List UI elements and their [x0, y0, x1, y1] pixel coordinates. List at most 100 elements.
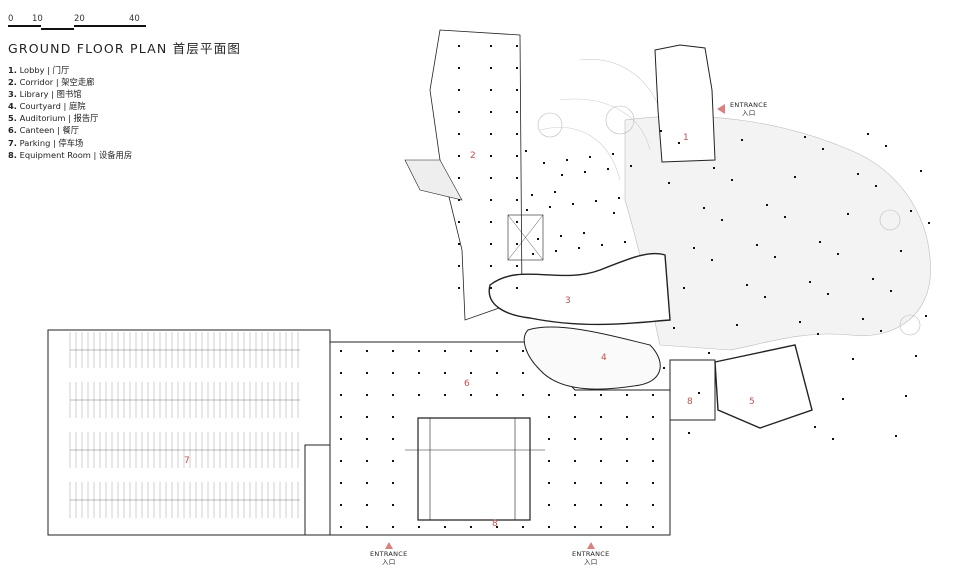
column [340, 504, 342, 506]
column [698, 392, 700, 394]
column [584, 171, 586, 173]
entrance-arrow-icon [586, 542, 595, 549]
column [418, 372, 420, 374]
column [890, 290, 892, 292]
legend-item: 5. Auditorium | 报告厅 [8, 112, 132, 124]
column [392, 504, 394, 506]
column [496, 372, 498, 374]
legend-label: Courtyard | 庭院 [19, 101, 86, 112]
legend-number: 4. [8, 101, 17, 112]
column [626, 504, 628, 506]
column [490, 111, 492, 113]
column [496, 350, 498, 352]
column [607, 168, 609, 170]
column [626, 394, 628, 396]
column [663, 367, 665, 369]
column [741, 139, 743, 141]
column [678, 142, 680, 144]
legend-item: 1. Lobby | 门厅 [8, 64, 132, 76]
corridor-ramp [404, 159, 463, 201]
column [458, 111, 460, 113]
column [525, 150, 527, 152]
column [490, 45, 492, 47]
legend-label: Parking | 停车场 [19, 137, 84, 148]
column [857, 173, 859, 175]
column [496, 526, 498, 528]
column [392, 372, 394, 374]
column [549, 206, 551, 208]
column [340, 460, 342, 462]
legend-number: 6. [8, 125, 17, 136]
label-equipment-room: 8 [492, 519, 498, 529]
column [626, 460, 628, 462]
column [652, 526, 654, 528]
courtyard-outline [523, 326, 661, 390]
column [572, 203, 574, 205]
column [458, 45, 460, 47]
legend-number: 5. [8, 113, 17, 124]
column [746, 284, 748, 286]
column [470, 350, 472, 352]
column [832, 438, 834, 440]
column [566, 159, 568, 161]
column [600, 416, 602, 418]
column [516, 111, 518, 113]
equipment-room-east [669, 359, 716, 421]
column [589, 156, 591, 158]
corridor-outline [429, 29, 523, 321]
column [574, 460, 576, 462]
column [560, 235, 562, 237]
column [600, 394, 602, 396]
column [561, 174, 563, 176]
column [366, 394, 368, 396]
column [799, 321, 801, 323]
column [920, 170, 922, 172]
column [736, 324, 738, 326]
label-courtyard: 4 [601, 353, 607, 363]
column [875, 185, 877, 187]
column [458, 67, 460, 69]
column [618, 197, 620, 199]
column [867, 133, 869, 135]
column [418, 394, 420, 396]
column [516, 155, 518, 157]
column [766, 204, 768, 206]
column [708, 352, 710, 354]
entrance-label: ENTRANCE [572, 550, 610, 558]
column [809, 281, 811, 283]
column [490, 177, 492, 179]
column [490, 221, 492, 223]
column [600, 482, 602, 484]
column [548, 526, 550, 528]
column [340, 394, 342, 396]
entrance-label-zh: 入口 [583, 558, 598, 566]
column [711, 259, 713, 261]
label-parking: 7 [184, 456, 190, 466]
structural-columns [340, 45, 930, 528]
lobby-building [654, 44, 716, 163]
plan-labels: 1 2 3 4 5 6 7 8 8 [184, 133, 755, 529]
column [543, 162, 545, 164]
column [652, 394, 654, 396]
column [516, 89, 518, 91]
column [600, 526, 602, 528]
column [516, 133, 518, 135]
column [458, 265, 460, 267]
column [827, 293, 829, 295]
column [895, 435, 897, 437]
column [444, 350, 446, 352]
column [852, 358, 854, 360]
column [340, 416, 342, 418]
column [392, 526, 394, 528]
column [872, 278, 874, 280]
column [340, 438, 342, 440]
column [490, 155, 492, 157]
column [574, 482, 576, 484]
column [366, 526, 368, 528]
column [444, 394, 446, 396]
column [522, 394, 524, 396]
column [366, 416, 368, 418]
column [516, 243, 518, 245]
